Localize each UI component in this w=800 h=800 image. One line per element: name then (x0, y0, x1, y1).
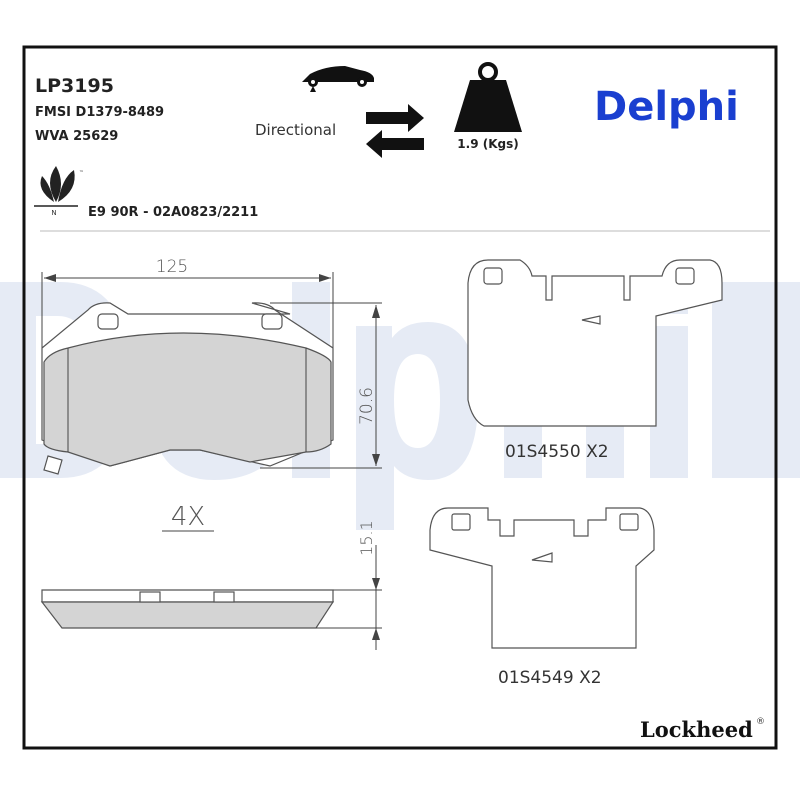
weight-value: 1.9 (Kgs) (457, 137, 518, 151)
fmsi-code: FMSI D1379-8489 (35, 105, 164, 120)
wva-code: WVA 25629 (35, 129, 118, 144)
frame (22, 45, 778, 750)
eco-letter: N (51, 209, 56, 217)
directional-arrows-icon (366, 104, 424, 158)
thickness-dimension: 15.1 (357, 520, 376, 556)
car-icon (302, 66, 374, 92)
shim-2-drawing (429, 507, 655, 649)
brake-pad-side-view: 15.1 (40, 520, 382, 650)
lockheed-logo: Lockheed (640, 717, 753, 742)
width-dimension: 125 (156, 257, 188, 277)
quantity-label: 4X (171, 502, 205, 532)
height-dimension: 70.6 (357, 387, 377, 425)
directional-label: Directional (255, 121, 336, 139)
eco-leaf-icon: N ™ (34, 166, 84, 217)
shim-1-drawing (467, 259, 723, 427)
shim-1-code: 01S4550 X2 (505, 442, 609, 462)
shim-2-code: 01S4549 X2 (498, 668, 602, 688)
brand-logo: Delphi (594, 84, 739, 130)
brake-pad-front-view: 125 70.6 4X (41, 257, 382, 532)
eco-tm: ™ (79, 170, 84, 176)
part-number: LP3195 (35, 75, 114, 97)
lockheed-reg-mark: ® (756, 717, 765, 727)
weight-icon (454, 62, 522, 132)
certification-code: E9 90R - 02A0823/2211 (88, 205, 258, 220)
